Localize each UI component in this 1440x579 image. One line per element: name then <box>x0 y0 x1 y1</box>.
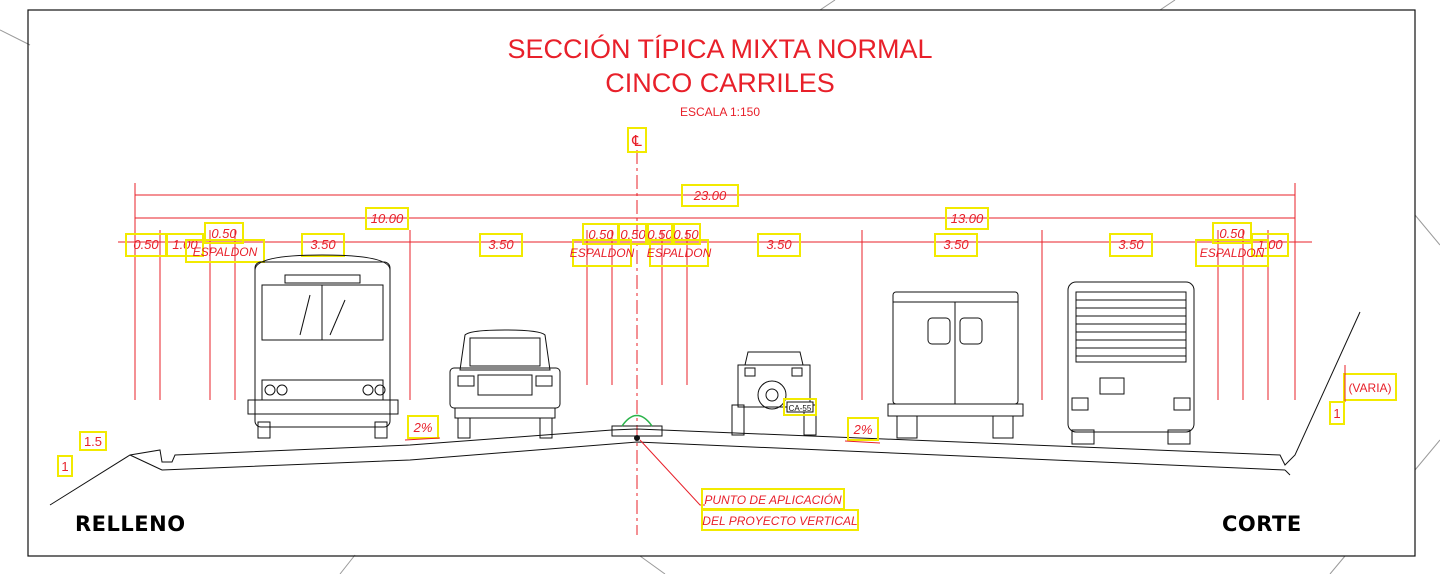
seg-5: 0.50 <box>588 227 614 242</box>
cross-slope-right-text: 2% <box>853 422 873 437</box>
callout-line2: DEL PROYECTO VERTICAL <box>702 514 857 528</box>
seg-12: 0.50 <box>1219 226 1245 241</box>
seg-10: 3.50 <box>943 237 969 252</box>
slope-right-v-box <box>1329 401 1345 425</box>
slope-left-v: 1 <box>61 459 68 474</box>
seg-7: 0.50 <box>647 227 673 242</box>
dimension-halves: 10.00 13.00 <box>135 207 1295 230</box>
drawing-subtitle: CINCO CARRILES <box>605 68 835 98</box>
plate-highlight <box>783 398 817 416</box>
shoulder-label-right: ESPALDON <box>1200 246 1265 260</box>
dimension-total: 23.00 <box>134 183 1296 400</box>
cross-slope-left: 2% <box>404 415 441 441</box>
centerline-symbol: ℄ <box>631 133 642 150</box>
jeep-rear-icon <box>731 351 817 436</box>
slope-right-h-box <box>1343 373 1397 401</box>
drawing-frame <box>27 9 1416 557</box>
dimension-segments: 0.50 1.00 0.50 3.50 3.50 0.50 0.50 0.50 … <box>118 222 1312 400</box>
slope-right-v: 1 <box>1333 406 1340 421</box>
cut-label: CORTE <box>1222 512 1302 536</box>
slope-right-h: (VARIA) <box>1348 381 1391 395</box>
cross-slope-right: 2% <box>844 417 881 444</box>
seg-9: 3.50 <box>766 237 792 252</box>
dimension-left-half-text: 10.00 <box>371 211 404 226</box>
seg-2: 0.50 <box>211 226 237 241</box>
drawing-scale: ESCALA 1:150 <box>679 105 761 119</box>
seg-0: 0.50 <box>133 237 159 252</box>
drawing-title: SECCIÓN TÍPICA MIXTA NORMAL <box>507 34 933 64</box>
seg-11: 3.50 <box>1118 237 1144 252</box>
seg-8: 0.50 <box>673 227 699 242</box>
slope-left-h: 1.5 <box>84 434 102 449</box>
callout-line1: PUNTO DE APLICACIÓN <box>704 492 842 507</box>
shoulder-label-left: ESPALDON <box>193 245 258 259</box>
cross-slope-left-text: 2% <box>413 420 433 435</box>
dimension-right-half-text: 13.00 <box>951 211 984 226</box>
fill-label: RELLENO <box>75 512 186 536</box>
seg-3: 3.50 <box>310 237 336 252</box>
dimension-total-text: 23.00 <box>693 188 727 203</box>
shoulder-label-center-left: ESPALDON <box>570 246 635 260</box>
pickup-front-icon <box>449 329 561 439</box>
shoulder-label-center-right: ESPALDON <box>647 246 712 260</box>
bus-front-icon <box>247 254 399 439</box>
vehicle-plate: CA-55 <box>789 404 812 413</box>
slope-left-h-box <box>79 431 107 451</box>
road-section <box>49 311 1361 506</box>
centerline-symbol-highlight <box>627 127 647 153</box>
coach-rear-icon <box>1067 281 1195 445</box>
seg-4: 3.50 <box>488 237 514 252</box>
seg-6: 0.50 <box>620 227 646 242</box>
slope-left-v-box <box>57 455 73 477</box>
box-truck-rear-icon <box>887 291 1024 439</box>
callout: PUNTO DE APLICACIÓN DEL PROYECTO VERTICA… <box>639 439 859 531</box>
